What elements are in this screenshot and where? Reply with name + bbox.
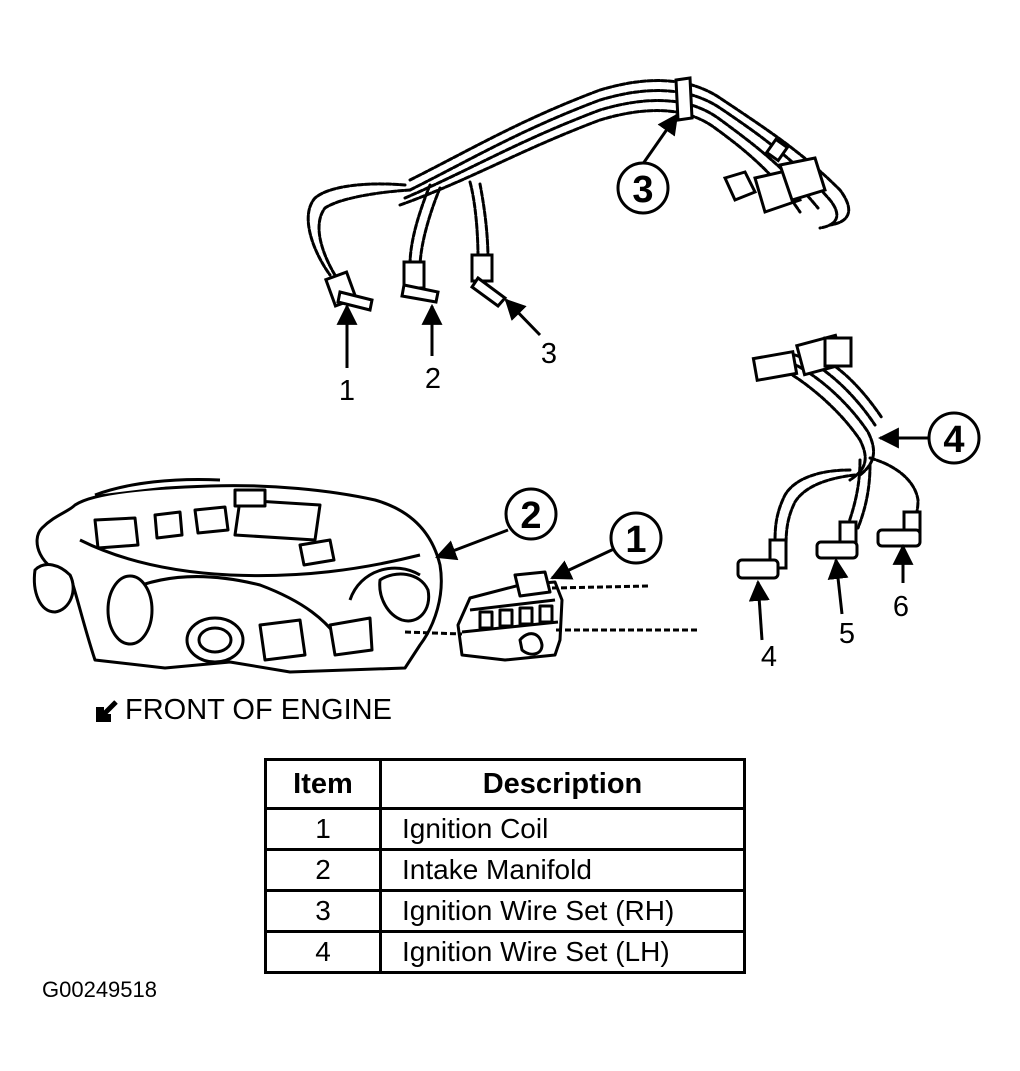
- legend-row: 1 Ignition Coil: [264, 807, 746, 851]
- legend-item: 4: [264, 930, 382, 974]
- lh-boots: [736, 333, 922, 580]
- front-arrow-icon: [96, 699, 118, 722]
- wire-label-1: 1: [339, 375, 355, 407]
- callout-lh-set-number: 4: [943, 419, 964, 461]
- wire-label-2: 2: [425, 363, 441, 395]
- wire-label-3: 3: [541, 338, 557, 370]
- legend-header-item: Item: [264, 758, 382, 810]
- legend-table: Item Description 1 Ignition Coil 2 Intak…: [264, 758, 746, 974]
- rh-boots: [323, 76, 827, 312]
- callout-coil-number: 1: [625, 519, 646, 561]
- legend-description: Ignition Wire Set (LH): [379, 930, 746, 974]
- front-of-engine-label: FRONT OF ENGINE: [94, 694, 392, 727]
- callout-rh-set: 3: [616, 161, 670, 215]
- ignition-coil: [456, 570, 564, 662]
- legend-row: 3 Ignition Wire Set (RH): [264, 889, 746, 933]
- callout-coil: 1: [609, 511, 663, 565]
- wire-label-6: 6: [893, 591, 909, 623]
- callout-manifold: 2: [504, 487, 558, 541]
- lh-wire-set: [773, 348, 920, 552]
- callout-lh-set: 4: [927, 411, 981, 465]
- wire-label-5: 5: [839, 618, 855, 650]
- legend-item: 1: [264, 807, 382, 851]
- front-of-engine-text: FRONT OF ENGINE: [125, 694, 392, 726]
- intake-manifold: [32, 478, 443, 674]
- wire-label-4: 4: [761, 641, 777, 673]
- legend-row: 2 Intake Manifold: [264, 848, 746, 892]
- legend-header-description: Description: [379, 758, 746, 810]
- coil-leads: [404, 584, 700, 636]
- legend-item: 3: [264, 889, 382, 933]
- legend-description: Ignition Wire Set (RH): [379, 889, 746, 933]
- figure-code: G00249518: [42, 977, 157, 1002]
- leader-arrows: [336, 113, 928, 641]
- legend-item: 2: [264, 848, 382, 892]
- legend-header-row: Item Description: [264, 758, 746, 810]
- legend-row: 4 Ignition Wire Set (LH): [264, 930, 746, 974]
- callout-rh-set-number: 3: [632, 169, 653, 211]
- legend-description: Intake Manifold: [379, 848, 746, 892]
- legend-description: Ignition Coil: [379, 807, 746, 851]
- callout-manifold-number: 2: [520, 495, 541, 537]
- rh-wire-set: [306, 79, 851, 282]
